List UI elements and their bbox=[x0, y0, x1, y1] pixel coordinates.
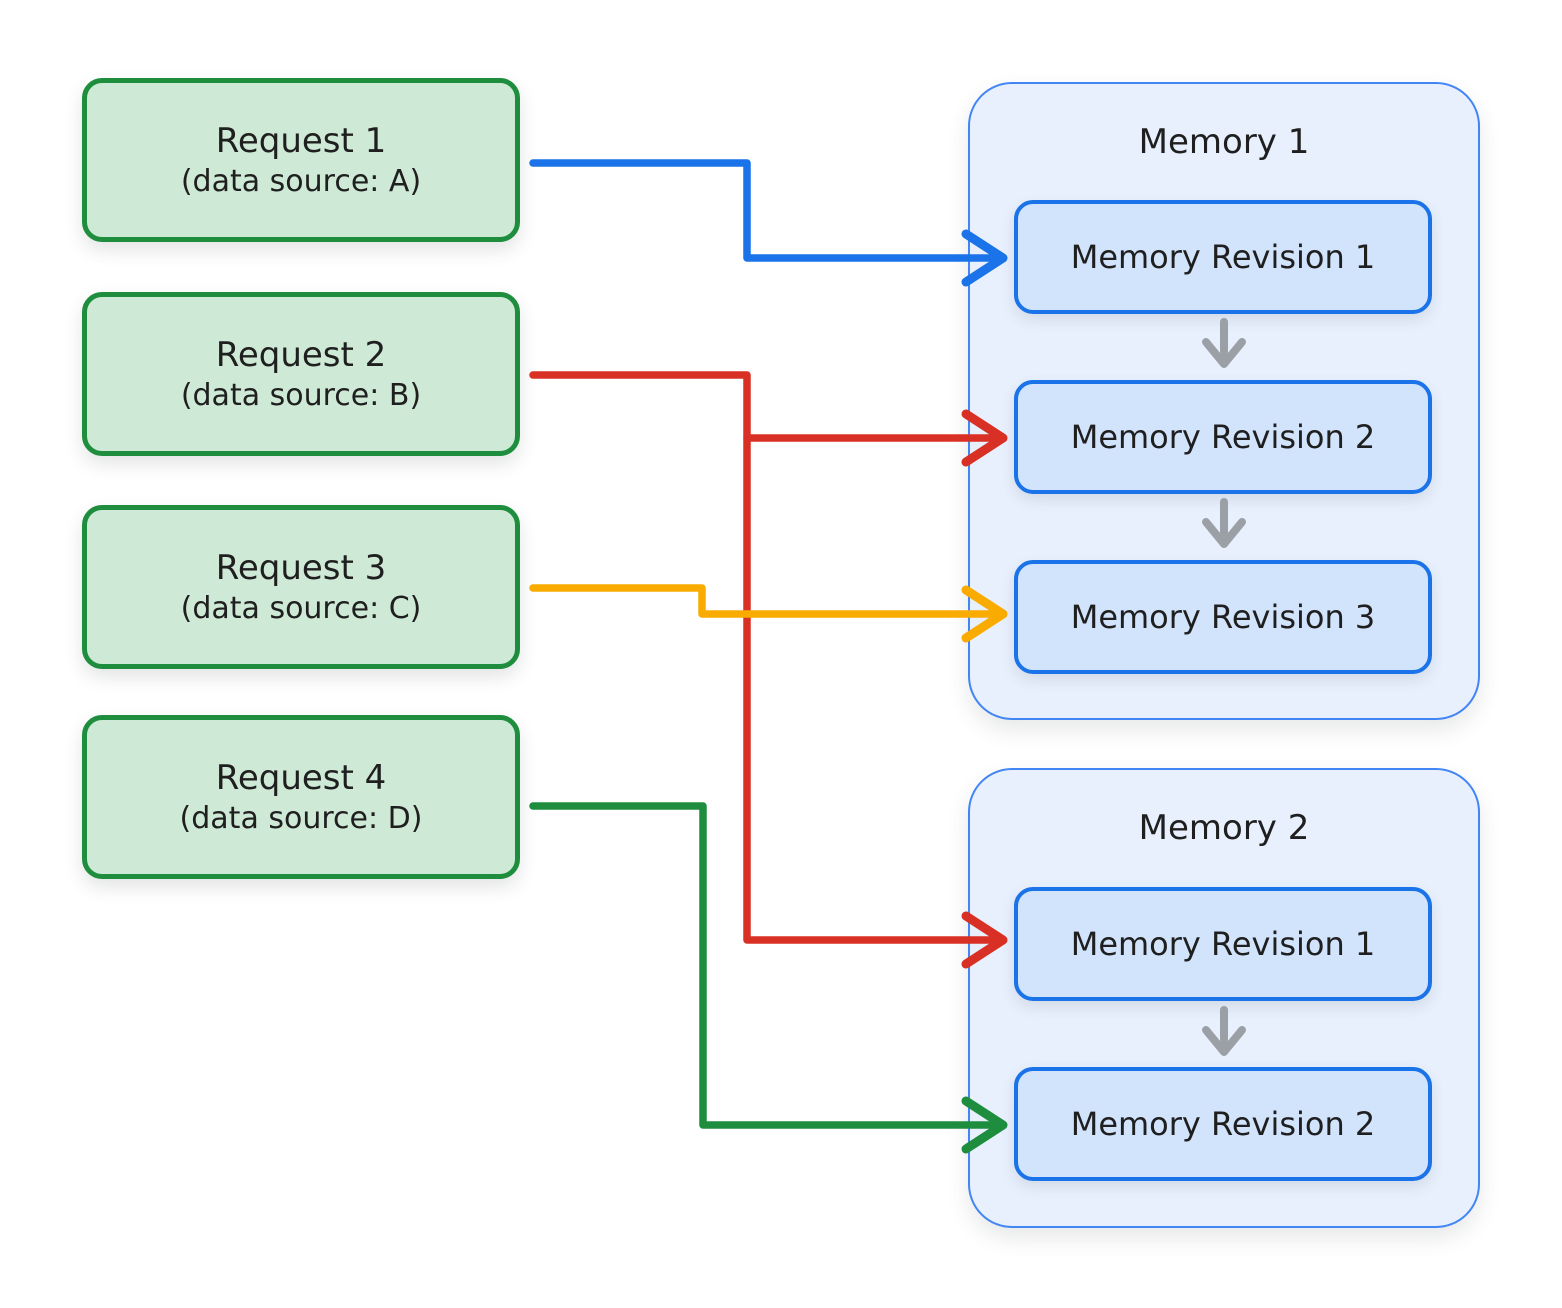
arrow-request3-to-memory1rev3 bbox=[529, 584, 1000, 618]
request-title: Request 2 bbox=[215, 334, 387, 375]
memory1-revision-3: Memory Revision 3 bbox=[1014, 560, 1432, 674]
request-subtitle: (data source: D) bbox=[179, 800, 423, 836]
request-title: Request 4 bbox=[215, 757, 387, 798]
request-subtitle: (data source: A) bbox=[180, 163, 422, 199]
request-node-2: Request 2 (data source: B) bbox=[82, 292, 520, 456]
memory-group-2: Memory 2 Memory Revision 1 Memory Revisi… bbox=[968, 768, 1480, 1228]
request-node-3: Request 3 (data source: C) bbox=[82, 505, 520, 669]
request-title: Request 3 bbox=[215, 547, 387, 588]
memory1-revision-2: Memory Revision 2 bbox=[1014, 380, 1432, 494]
memory1-revision-1: Memory Revision 1 bbox=[1014, 200, 1432, 314]
request-title: Request 1 bbox=[215, 120, 387, 161]
memory-title: Memory 1 bbox=[1138, 122, 1310, 162]
memory-title: Memory 2 bbox=[1138, 808, 1310, 848]
arrow-request2-to-memory1rev2 bbox=[529, 371, 1000, 442]
memory-group-1: Memory 1 Memory Revision 1 Memory Revisi… bbox=[968, 82, 1480, 720]
memory2-revision-2: Memory Revision 2 bbox=[1014, 1067, 1432, 1181]
arrow-request1-to-memory1rev1 bbox=[529, 159, 1000, 262]
arrow-request4-to-memory2rev2 bbox=[529, 802, 1000, 1129]
arrow-request2-to-memory2rev1 bbox=[743, 434, 1000, 944]
request-node-4: Request 4 (data source: D) bbox=[82, 715, 520, 879]
request-subtitle: (data source: C) bbox=[180, 590, 422, 626]
request-node-1: Request 1 (data source: A) bbox=[82, 78, 520, 242]
request-subtitle: (data source: B) bbox=[180, 377, 422, 413]
memory2-revision-1: Memory Revision 1 bbox=[1014, 887, 1432, 1001]
